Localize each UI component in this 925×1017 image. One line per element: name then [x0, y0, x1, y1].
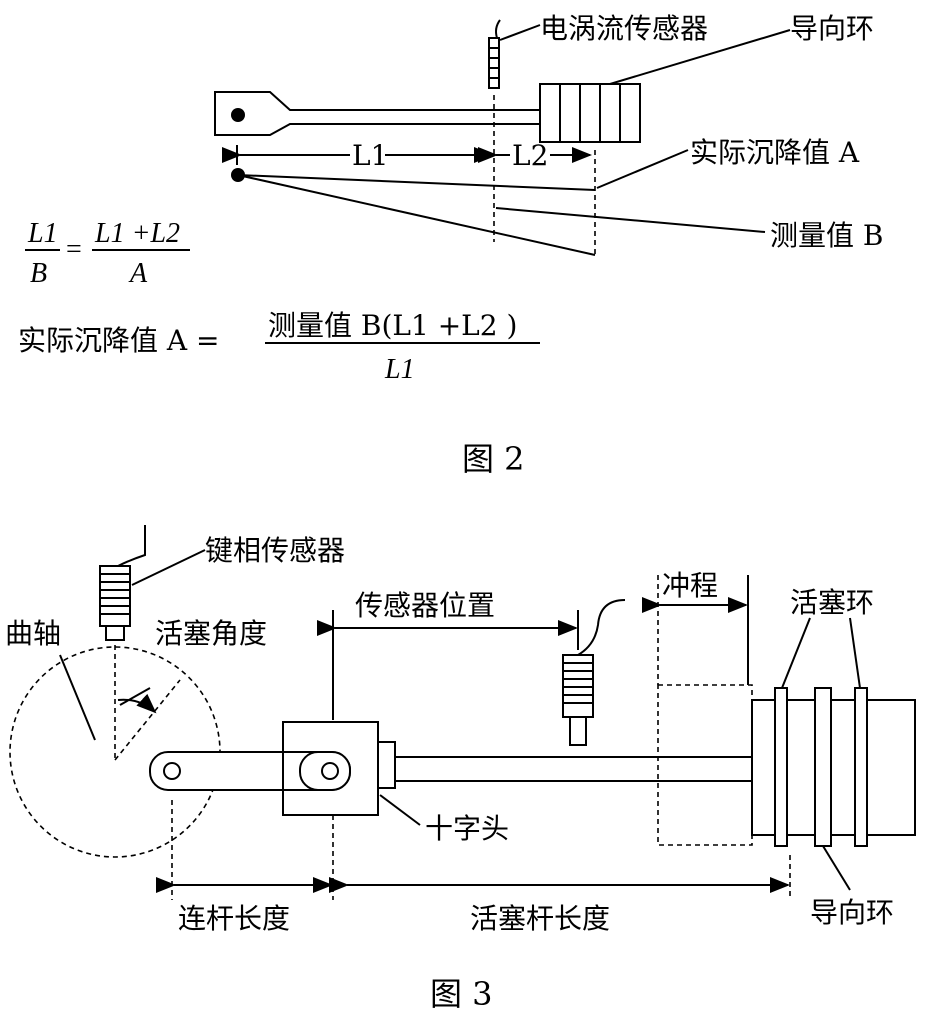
key-phase-sensor-label: 键相传感器: [205, 534, 345, 567]
piston-rod: [214, 91, 541, 136]
connecting-rod: [149, 751, 351, 791]
figure-3: 键相传感器 曲轴 活塞角度 十字头 传感器位置 冲程: [5, 525, 916, 1013]
formula-term: 实际沉降值 A =: [18, 324, 219, 357]
measured-value-label: 测量值 B: [770, 219, 883, 252]
crosshead-label: 十字头: [425, 812, 509, 845]
formula-term: L1 +L2: [94, 218, 180, 249]
sensor-position-label: 传感器位置: [355, 589, 495, 622]
piston-ring-label: 活塞环: [790, 586, 874, 619]
formula-ratio: L1 B = L1 +L2 A: [25, 218, 190, 289]
formula-term: 测量值 B(L1 +L2 ): [268, 309, 517, 342]
figure-2: 电涡流传感器 导向环 L1 L2 实际沉降值 A 测量值 B L1: [18, 12, 883, 478]
eddy-current-sensor: [488, 19, 501, 89]
formula-term: A: [128, 258, 148, 289]
sensor-label: 电涡流传感器: [540, 12, 708, 45]
stroke-label: 冲程: [662, 569, 718, 602]
formula-term: L1: [27, 218, 58, 249]
crosshead: [282, 721, 396, 816]
svg-text:=: =: [66, 234, 82, 265]
formula-settlement: 实际沉降值 A = 测量值 B(L1 +L2 ) L1: [18, 309, 540, 385]
figure-3-caption: 图 3: [430, 975, 493, 1013]
actual-settlement-label: 实际沉降值 A: [690, 136, 860, 169]
formula-term: B: [30, 258, 47, 289]
formula-term: L1: [384, 354, 415, 385]
piston-rod-length-label: 活塞杆长度: [470, 902, 610, 935]
figure-2-caption: 图 2: [462, 440, 525, 478]
guide-ring-label: 导向环: [790, 12, 874, 45]
connecting-rod-length-label: 连杆长度: [178, 902, 290, 935]
guide-ring-block: [539, 83, 641, 143]
L1-label: L1: [352, 139, 388, 172]
rod-sensor: [562, 599, 626, 746]
piston-rod: [394, 756, 756, 782]
L2-label: L2: [512, 139, 548, 172]
piston: [751, 687, 916, 847]
piston-angle-label: 活塞角度: [155, 617, 267, 650]
guide-ring-label-fig3: 导向环: [810, 896, 894, 929]
key-phase-sensor: [99, 525, 146, 641]
crankshaft-label: 曲轴: [5, 617, 61, 650]
